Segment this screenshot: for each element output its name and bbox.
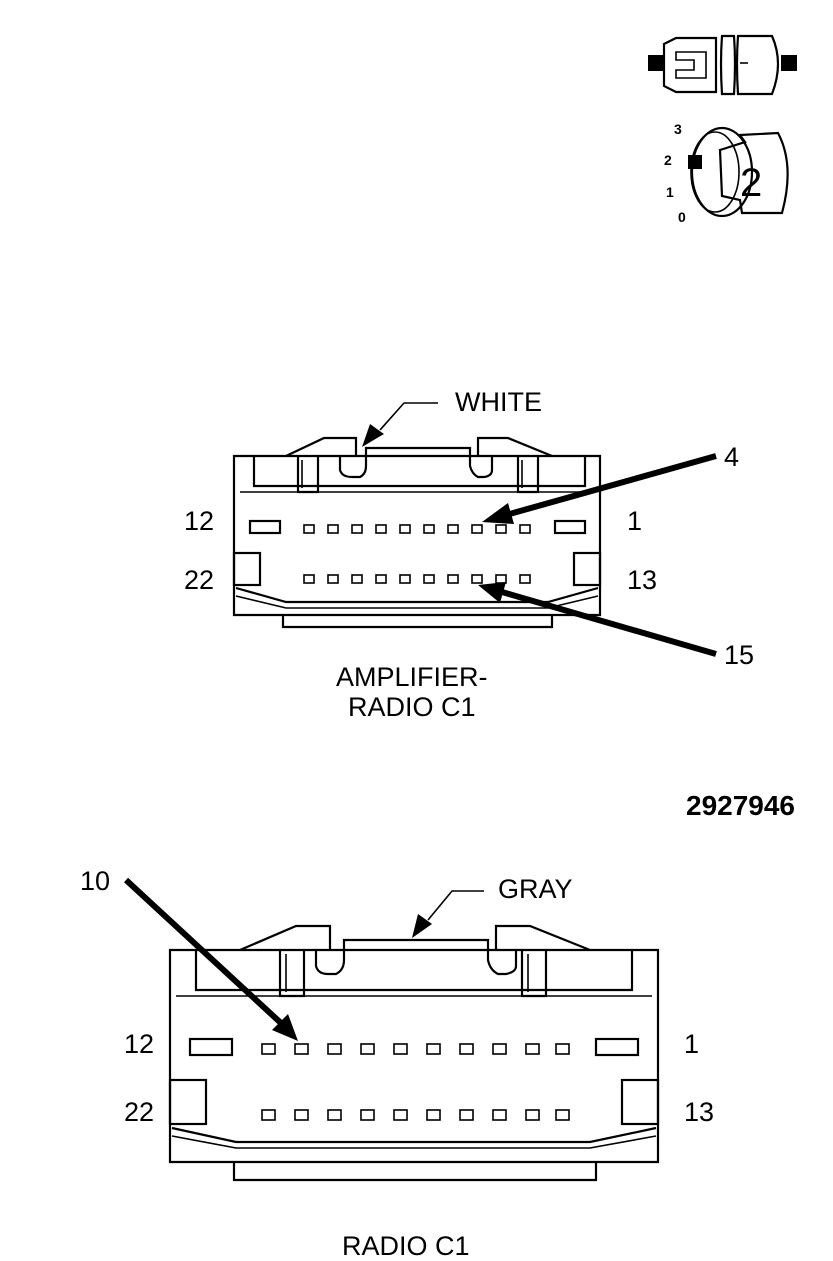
key-position-2: 2: [664, 152, 672, 168]
amplifier-color-leader: [362, 402, 438, 447]
amplifier-pin-row-bottom: [303, 574, 531, 584]
amplifier-row-label-1: 1: [627, 506, 642, 536]
amplifier-connector-name-line1: AMPLIFIER-: [336, 662, 488, 692]
amplifier-callout-4-arrow: [482, 453, 717, 524]
radio-color-label: GRAY: [498, 874, 573, 904]
connector-side-view-icon: [648, 34, 797, 96]
key-position-3: 3: [674, 121, 682, 137]
amplifier-pin-row-top: [303, 524, 531, 534]
key-indicator-icon: 3 2 1 0 2: [664, 121, 789, 225]
radio-connector-name: RADIO C1: [342, 1231, 470, 1261]
amplifier-row-label-13: 13: [627, 565, 657, 595]
radio-row-label-1: 1: [684, 1029, 699, 1059]
amplifier-connector-name-line2: RADIO C1: [348, 692, 476, 722]
figure-number: 2927946: [686, 790, 795, 821]
radio-callout-10: 10: [80, 866, 110, 896]
radio-connector: [168, 924, 660, 1182]
radio-pin-row-bottom: [261, 1109, 570, 1121]
radio-color-leader: [412, 890, 484, 938]
amplifier-radio-connector: [232, 436, 602, 629]
radio-row-label-12: 12: [124, 1029, 154, 1059]
amplifier-color-label: WHITE: [455, 387, 542, 417]
key-position-0: 0: [678, 209, 686, 225]
radio-pin-row-top: [261, 1043, 570, 1055]
amplifier-callout-15: 15: [724, 640, 754, 670]
radio-row-label-22: 22: [124, 1097, 154, 1127]
amplifier-callout-4: 4: [724, 442, 739, 472]
amplifier-callout-15-arrow: [478, 582, 717, 657]
amplifier-row-label-22: 22: [184, 565, 214, 595]
radio-row-label-13: 13: [684, 1097, 714, 1127]
key-number: 2: [740, 161, 762, 205]
key-position-1: 1: [666, 184, 674, 200]
radio-callout-10-arrow: [123, 877, 298, 1041]
amplifier-row-label-12: 12: [184, 506, 214, 536]
